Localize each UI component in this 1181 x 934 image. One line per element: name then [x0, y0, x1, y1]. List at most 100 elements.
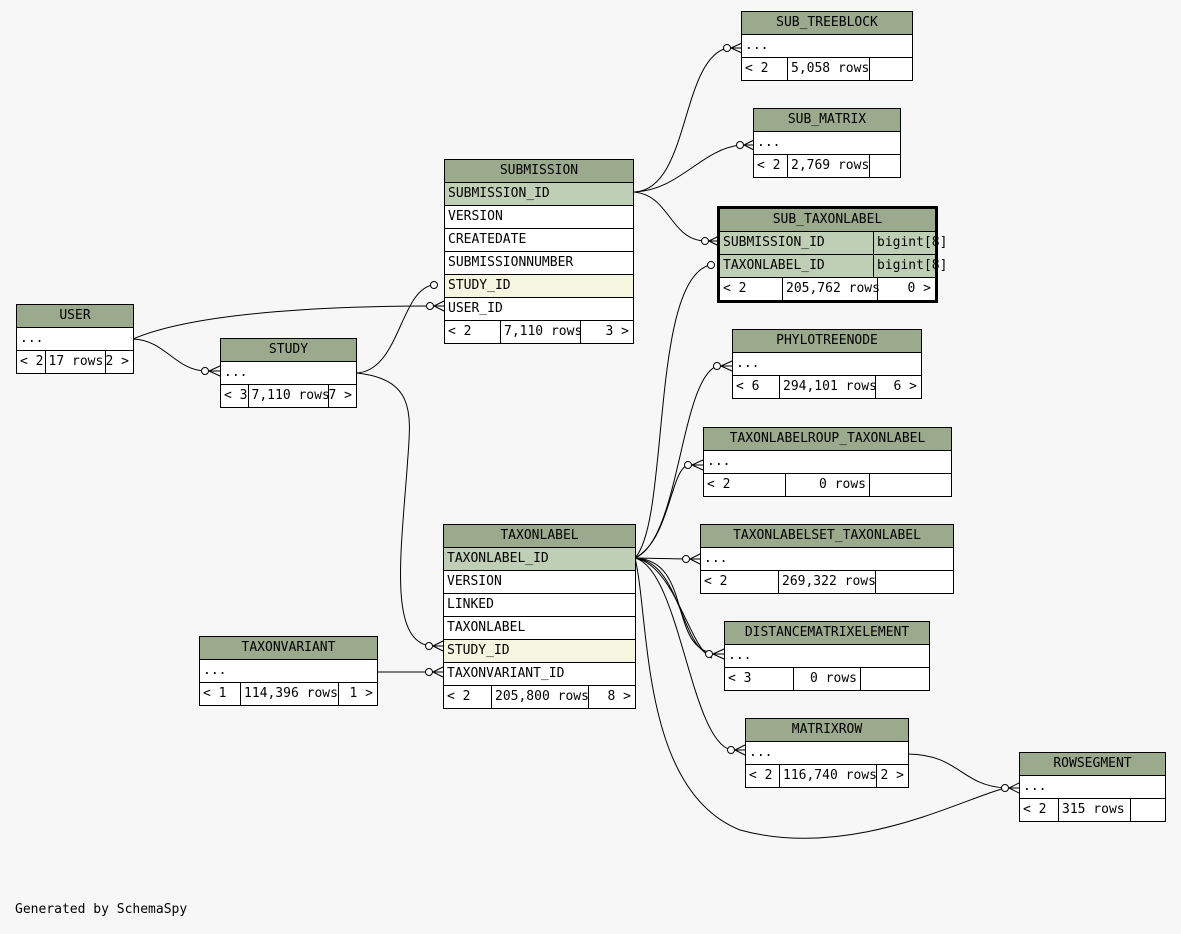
table-footer: < 2 5,058 rows [742, 58, 912, 80]
row-count: 17 rows [46, 351, 106, 373]
children-link[interactable]: 3 > [605, 324, 629, 339]
parents-link[interactable]: < 6 [733, 376, 780, 398]
row-count: 205,762 rows [783, 278, 880, 300]
table-study[interactable]: STUDY ... < 3 7,110 rows 7 > [220, 338, 357, 408]
table-title[interactable]: TAXONLABELROUP_TAXONLABEL [704, 428, 951, 451]
children-link[interactable]: 6 > [893, 379, 917, 394]
table-footer: < 2 0 rows [704, 474, 951, 496]
row-count: 294,101 rows [780, 376, 877, 398]
table-title[interactable]: SUB_MATRIX [754, 109, 900, 132]
column-primary-key: TAXONLABEL_ID bigint[8] [720, 255, 947, 278]
children-link[interactable] [1131, 799, 1165, 821]
parents-link[interactable]: < 2 [701, 571, 779, 593]
table-taxonlabelset-taxonlabel[interactable]: TAXONLABELSET_TAXONLABEL ... < 2 269,322… [700, 524, 954, 594]
table-title[interactable]: MATRIXROW [746, 719, 908, 742]
table-title[interactable]: PHYLOTREENODE [733, 330, 921, 353]
children-link[interactable] [876, 571, 953, 593]
parents-link[interactable]: < 2 [1020, 799, 1059, 821]
table-footer: < 3 0 rows [725, 668, 929, 690]
edge-submission-sub-treeblock [633, 47, 728, 193]
optional-marker [727, 746, 735, 754]
column-foreign-key: USER_ID [445, 298, 633, 321]
table-row: ... [17, 328, 133, 351]
table-title[interactable]: DISTANCEMATRIXELEMENT [725, 622, 929, 645]
row-count: 269,322 rows [779, 571, 876, 593]
children-link[interactable]: 8 > [607, 689, 631, 704]
edge-taxonlabel-taxonlabelset [634, 557, 687, 560]
column: VERSION [445, 206, 633, 229]
table-distancematrixelement[interactable]: DISTANCEMATRIXELEMENT ... < 3 0 rows [724, 621, 930, 691]
crowfoot-marker [432, 666, 444, 678]
column: VERSION [444, 571, 635, 594]
table-title[interactable]: TAXONVARIANT [200, 637, 377, 660]
table-title[interactable]: STUDY [221, 339, 356, 362]
table-user[interactable]: USER ... < 2 17 rows 2 > [16, 304, 134, 374]
parents-link[interactable]: < 2 [445, 321, 501, 343]
crowfoot-marker [720, 360, 733, 372]
column-type: bigint[8] [877, 235, 948, 250]
parents-link[interactable]: < 3 [725, 668, 794, 690]
parents-link[interactable]: < 1 [200, 683, 241, 705]
table-title[interactable]: SUB_TREEBLOCK [742, 12, 912, 35]
row-count: 7,110 rows [249, 385, 330, 407]
table-row: ... [704, 451, 951, 474]
table-title[interactable]: SUB_TAXONLABEL [720, 209, 935, 232]
parents-link[interactable]: < 2 [444, 686, 492, 708]
optional-marker [701, 237, 709, 245]
children-link[interactable]: 2 > [105, 354, 129, 369]
parents-link[interactable]: < 2 [720, 278, 783, 300]
children-link[interactable]: 2 > [880, 768, 904, 783]
edge-submission-sub-matrix [633, 144, 741, 193]
children-link[interactable] [861, 668, 929, 690]
column: TAXONLABEL [444, 617, 635, 640]
table-rowsegment[interactable]: ROWSEGMENT ... < 2 315 rows [1019, 752, 1166, 822]
table-row: ... [701, 548, 953, 571]
parents-link[interactable]: < 2 [17, 351, 46, 373]
row-count: 114,396 rows [241, 683, 339, 705]
children-link[interactable] [870, 58, 912, 80]
edge-taxonlabel-distancematrix-1 [634, 557, 709, 653]
row-count: 5,058 rows [788, 58, 870, 80]
table-title[interactable]: TAXONLABEL [444, 525, 635, 548]
children-link[interactable] [870, 155, 900, 177]
parents-link[interactable]: < 2 [742, 58, 788, 80]
table-sub-taxonlabel[interactable]: SUB_TAXONLABEL SUBMISSION_ID bigint[8] T… [717, 206, 948, 303]
table-taxonlabelgroup-taxonlabel[interactable]: TAXONLABELROUP_TAXONLABEL ... < 2 0 rows [703, 427, 952, 497]
parents-link[interactable]: < 2 [754, 155, 788, 177]
children-link[interactable]: 1 > [349, 686, 373, 701]
table-row: ... [742, 35, 912, 58]
row-count: 2,769 rows [788, 155, 870, 177]
parents-link[interactable]: < 2 [746, 765, 780, 787]
table-sub-matrix[interactable]: SUB_MATRIX ... < 2 2,769 rows [753, 108, 901, 178]
table-title[interactable]: ROWSEGMENT [1020, 753, 1165, 776]
table-taxonvariant[interactable]: TAXONVARIANT ... < 1 114,396 rows 1 > [199, 636, 378, 706]
table-row: ... [754, 132, 900, 155]
table-title[interactable]: SUBMISSION [445, 160, 633, 183]
children-link[interactable]: 0 > [907, 281, 931, 296]
edge-taxonlabel-taxonlabelgroup [634, 464, 689, 559]
table-sub-treeblock[interactable]: SUB_TREEBLOCK ... < 2 5,058 rows [741, 11, 913, 81]
edge-study-taxonlabel [356, 372, 431, 647]
table-matrixrow[interactable]: MATRIXROW ... < 2 116,740 rows 2 > [745, 718, 909, 788]
edge-taxonlabel-distancematrix-2 [634, 557, 711, 656]
table-title[interactable]: TAXONLABELSET_TAXONLABEL [701, 525, 953, 548]
edge-submission-sub-taxonlabel [633, 191, 706, 242]
optional-marker [707, 261, 715, 269]
table-taxonlabel[interactable]: TAXONLABEL TAXONLABEL_ID VERSION LINKED … [443, 524, 636, 709]
column-name: TAXONLABEL_ID [720, 255, 874, 277]
table-phylotreenode[interactable]: PHYLOTREENODE ... < 6 294,101 rows 6 > [732, 329, 922, 399]
table-title[interactable]: USER [17, 305, 133, 328]
parents-link[interactable]: < 2 [704, 474, 786, 496]
table-submission[interactable]: SUBMISSION SUBMISSION_ID VERSION CREATED… [444, 159, 634, 344]
table-footer: < 1 114,396 rows 1 > [200, 683, 377, 705]
children-link[interactable]: 7 > [328, 388, 352, 403]
edge-user-submission [132, 305, 431, 340]
row-count: 0 rows [786, 474, 870, 496]
table-footer: < 2 315 rows [1020, 799, 1165, 821]
children-link[interactable] [870, 474, 951, 496]
parents-link[interactable]: < 3 [221, 385, 249, 407]
column-foreign-key: TAXONVARIANT_ID [444, 663, 635, 686]
optional-marker [684, 461, 692, 469]
column-foreign-key: STUDY_ID [444, 640, 635, 663]
optional-marker [1001, 784, 1009, 792]
